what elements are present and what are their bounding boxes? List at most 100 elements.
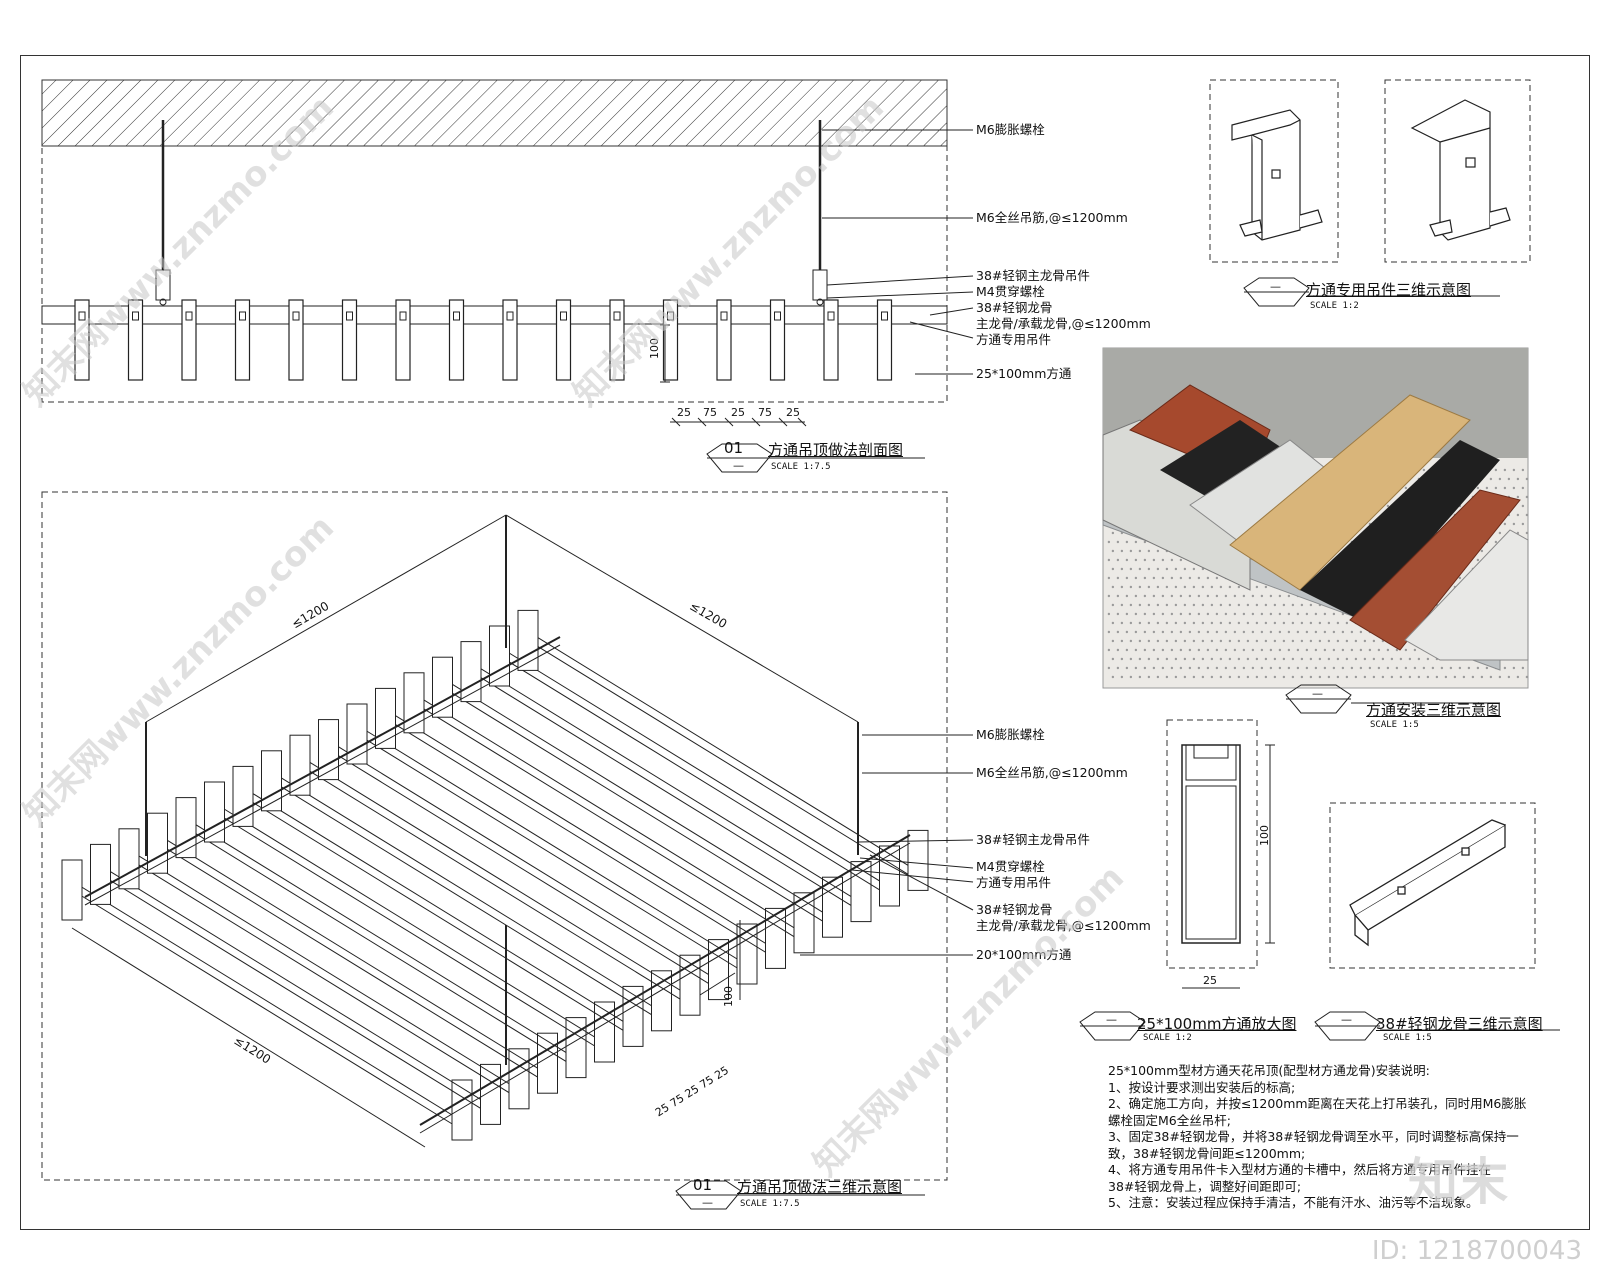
perforation [1278,612,1282,616]
perforation [1138,603,1142,607]
perforation [1336,675,1340,679]
iso-keel-back [84,636,561,898]
iso-tube-edge [507,651,898,893]
perforation [1219,621,1223,625]
perforation [1368,648,1372,652]
profile-view [1079,719,1295,1041]
perforation [1179,558,1183,562]
perforation [1206,612,1210,616]
perforation [1476,666,1480,670]
perforation [1165,621,1169,625]
perforation [1147,549,1151,553]
iso-tube-back [460,641,482,703]
section-label-expansion-bolt: M6膨胀螺栓 [976,122,1045,137]
perforation [1359,666,1363,670]
perforation [1404,648,1408,652]
perforation [1134,594,1138,598]
perforation [1264,621,1268,625]
photo-tube-black2 [1300,440,1500,620]
perforation [1156,675,1160,679]
perforation [1107,576,1111,580]
section-clip [506,311,514,321]
iso-tube-back [204,781,225,843]
iso-tube-front [765,907,786,969]
perforation [1192,675,1196,679]
perforation [1269,666,1273,670]
hanger-title-hex [1243,277,1310,307]
section-clip [720,311,728,321]
perforation [1273,639,1277,643]
perforation [1111,657,1115,661]
perforation [1125,630,1129,634]
perforation [1107,594,1111,598]
perforation [1183,621,1187,625]
perforation [1170,576,1174,580]
perforation [1134,630,1138,634]
profile-width-dim: 25 [1203,974,1217,987]
perforation [1386,648,1390,652]
perforation [1359,630,1363,634]
iso-title-dash: — [702,1196,713,1209]
perforation [1498,477,1502,481]
section-clip [827,311,835,321]
notes-line: 38#轻钢龙骨上，调整好间距即可; [1108,1178,1302,1194]
notes-line: 致，38#轻钢龙骨间距≤1200mm; [1108,1145,1306,1161]
perforation [1120,621,1124,625]
perforation [1161,558,1165,562]
perforation [1152,630,1156,634]
perforation [1129,639,1133,643]
perforation [1260,630,1264,634]
notes-line: 2、确定施工方向，并按≤1200mm距离在天花上打吊装孔，同时用M6膨胀 [1108,1096,1527,1111]
perforation [1138,675,1142,679]
iso-tube-edge [393,713,784,955]
perforation [1125,612,1129,616]
iso-label-main-keel: 主龙骨/承载龙骨,@≤1200mm [976,918,1151,933]
section-label-tube-hanger: 方通专用吊件 [976,332,1052,347]
perforation [1120,639,1124,643]
perforation [1525,675,1529,679]
perforation [1125,558,1129,562]
photo-title-hex [1285,684,1352,714]
section-tubes [74,299,893,381]
perforation [1161,630,1165,634]
perforation [1336,639,1340,643]
perforation [1332,630,1336,634]
perforation [1309,621,1313,625]
iso-tube-edge [328,749,719,991]
perforation [1489,477,1493,481]
perforation [1206,630,1210,634]
notes-line: 1、按设计要求测出安装后的标高; [1108,1079,1296,1095]
perforation [1327,675,1331,679]
perforation [1377,666,1381,670]
perforation [1228,675,1232,679]
perforation [1512,468,1516,472]
perforation [1327,621,1331,625]
iso-tube-front [708,939,729,1001]
perforation [1183,603,1187,607]
perforation [1503,522,1507,526]
perforation [1426,675,1430,679]
perforation [1111,621,1115,625]
perforation [1156,585,1160,589]
iso-tube-edge [214,811,605,1053]
perforation [1332,666,1336,670]
perforation [1507,477,1511,481]
iso-tube-back [346,703,368,765]
iso-tube-edge [193,823,585,1065]
keel-scale: SCALE 1:5 [1383,1033,1432,1043]
perforation [1116,666,1120,670]
section-label-main-keel-hanger: 38#轻钢主龙骨吊件 [976,268,1090,283]
perforation [1179,612,1183,616]
light-steel-keel [41,305,948,325]
perforation [1444,675,1448,679]
perforation [1174,585,1178,589]
perforation [1165,657,1169,661]
perforation [1332,612,1336,616]
perforation [1386,666,1390,670]
section-label-threaded-rod: M6全丝吊筋,@≤1200mm [976,210,1128,225]
perforation [1107,648,1111,652]
perforation [1120,675,1124,679]
perforation [1233,594,1237,598]
iso-tube-back [118,828,140,890]
perforation [1305,648,1309,652]
